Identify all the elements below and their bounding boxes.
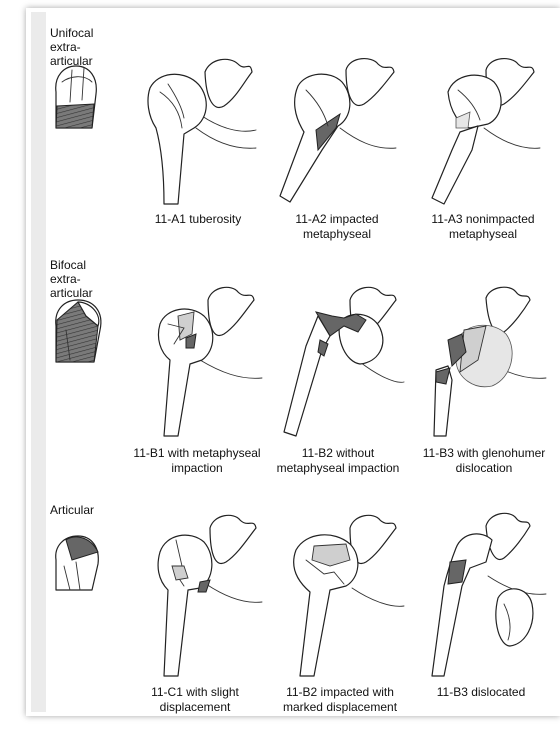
shoulder-a1 <box>148 59 256 204</box>
shoulder-c3 <box>432 513 546 676</box>
shoulder-b3 <box>434 287 546 436</box>
humeral-head-icon-articular <box>56 536 99 590</box>
shoulder-b1 <box>158 287 262 436</box>
shoulder-c2 <box>294 515 404 676</box>
shoulder-c1 <box>158 515 262 676</box>
humeral-head-icon-unifocal <box>56 66 97 128</box>
shoulder-b2 <box>284 287 404 436</box>
shoulder-a2 <box>280 59 396 202</box>
humeral-head-icon-bifocal <box>56 300 101 362</box>
shoulder-a3 <box>432 59 540 204</box>
